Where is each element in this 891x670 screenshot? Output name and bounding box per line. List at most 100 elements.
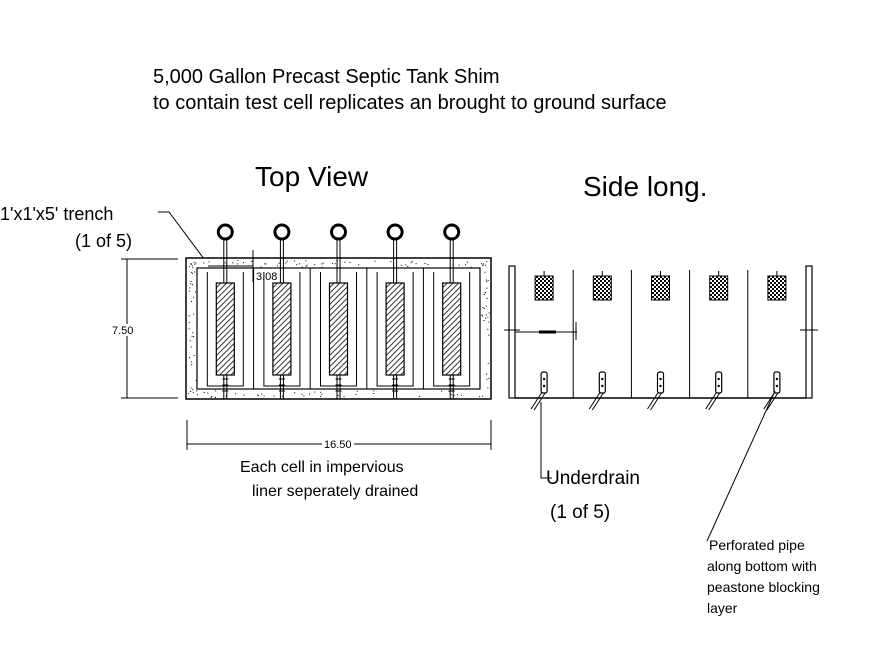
trench-hatch (328, 282, 349, 376)
concrete-speckle-dot (400, 264, 402, 266)
concrete-speckle-dot (210, 396, 212, 398)
concrete-speckle-dot (195, 379, 197, 381)
concrete-speckle-dot (190, 391, 192, 392)
concrete-speckle-dot (282, 395, 283, 397)
trench-hatch (215, 282, 235, 376)
cell-liner (433, 272, 471, 387)
concrete-speckle-dot (343, 396, 345, 398)
concrete-speckle-dot (322, 262, 324, 264)
concrete-speckle-dot (488, 334, 490, 336)
title-line-2: to contain test cell replicates an broug… (153, 92, 667, 114)
concrete-speckle-dot (277, 265, 279, 267)
concrete-speckle-dot (196, 394, 198, 396)
concrete-speckle-dot (457, 394, 459, 395)
top-cells (206, 223, 471, 399)
concrete-speckle-dot (305, 260, 307, 262)
concrete-speckle-dot (189, 357, 191, 359)
concrete-speckle-dot (486, 261, 488, 263)
concrete-speckle-dot (264, 263, 266, 265)
concrete-speckle-dot (189, 340, 191, 342)
concrete-speckle-dot (301, 393, 303, 395)
concrete-speckle-dot (483, 294, 485, 295)
concrete-speckle-dot (191, 300, 192, 302)
pipe-note-line-2: along bottom with (707, 558, 817, 574)
drain-pipe (647, 391, 659, 410)
concrete-speckle-dot (265, 263, 267, 265)
concrete-speckle-dot (190, 281, 192, 282)
concrete-speckle-dot (214, 396, 216, 398)
concrete-speckle-dot (390, 261, 392, 263)
sample-tube-hole (775, 384, 779, 388)
concrete-speckle-dot (460, 394, 462, 396)
side-left-wall (508, 265, 516, 399)
concrete-speckle-dot (203, 262, 205, 264)
concrete-speckle-dot (278, 262, 280, 264)
concrete-speckle-dot (320, 391, 322, 393)
concrete-speckle-dot (331, 262, 333, 264)
concrete-speckle-dot (191, 364, 193, 365)
concrete-speckle-dot (465, 264, 466, 266)
sample-tube (540, 371, 548, 394)
concrete-speckle-dot (190, 264, 192, 265)
concrete-speckle-dot (188, 265, 190, 267)
concrete-speckle-dot (470, 266, 472, 268)
sample-tube (773, 371, 781, 394)
concrete-speckle-dot (192, 332, 194, 334)
concrete-speckle-dot (192, 267, 194, 269)
concrete-speckle-dot (485, 279, 487, 281)
concrete-speckle-dot (321, 393, 323, 395)
concrete-speckle-dot (294, 392, 296, 394)
concrete-speckle-dot (418, 396, 420, 397)
concrete-speckle-dot (321, 266, 323, 268)
peastone-block (534, 275, 554, 301)
concrete-speckle (188, 260, 490, 398)
concrete-speckle-dot (481, 315, 483, 317)
concrete-speckle-dot (337, 394, 339, 396)
side-view-heading: Side long. (583, 171, 708, 202)
concrete-speckle-dot (334, 263, 336, 265)
concrete-speckle-dot (356, 390, 358, 392)
concrete-speckle-dot (320, 395, 322, 397)
concrete-speckle-dot (303, 395, 305, 397)
trench-label: 1'x1'x5' trench (0, 204, 113, 224)
concrete-speckle-dot (487, 328, 489, 330)
concrete-speckle-dot (211, 396, 213, 398)
concrete-speckle-dot (482, 395, 484, 397)
concrete-speckle-dot (486, 281, 488, 283)
riser-circle-icon (216, 223, 234, 241)
concrete-speckle-dot (487, 362, 489, 364)
trench-hatch (272, 282, 292, 376)
concrete-speckle-dot (481, 314, 483, 316)
concrete-speckle-dot (487, 316, 489, 318)
concrete-speckle-dot (190, 346, 192, 348)
concrete-speckle-dot (487, 387, 489, 389)
concrete-speckle-dot (488, 321, 490, 323)
concrete-speckle-dot (483, 320, 485, 321)
concrete-speckle-dot (373, 393, 375, 394)
spacing-dim-value: 3.08 (256, 271, 277, 283)
drain-pipe (650, 392, 662, 411)
concrete-speckle-dot (243, 394, 245, 396)
top-caption-line-2: liner seperately drained (252, 483, 418, 500)
peastone-block (592, 275, 612, 301)
width-dim-value: 16.50 (324, 439, 352, 451)
riser-circle-icon (386, 223, 404, 241)
concrete-speckle-dot (314, 391, 316, 393)
pipe-note-line-4: layer (707, 600, 738, 616)
pipe-note-leader-line (706, 390, 776, 542)
concrete-speckle-dot (483, 263, 485, 265)
concrete-speckle-dot (485, 317, 487, 319)
concrete-speckle-dot (188, 393, 189, 395)
concrete-speckle-dot (285, 262, 287, 264)
concrete-speckle-dot (207, 392, 209, 394)
concrete-speckle-dot (190, 283, 192, 285)
concrete-speckle-dot (257, 394, 259, 396)
concrete-speckle-dot (299, 263, 301, 265)
concrete-speckle-dot (191, 284, 193, 286)
sample-tube (598, 371, 606, 394)
concrete-speckle-dot (191, 265, 193, 267)
concrete-speckle-dot (415, 263, 417, 265)
concrete-speckle-dot (192, 392, 194, 394)
pipe-note-line-3: peastone blocking (707, 579, 820, 595)
